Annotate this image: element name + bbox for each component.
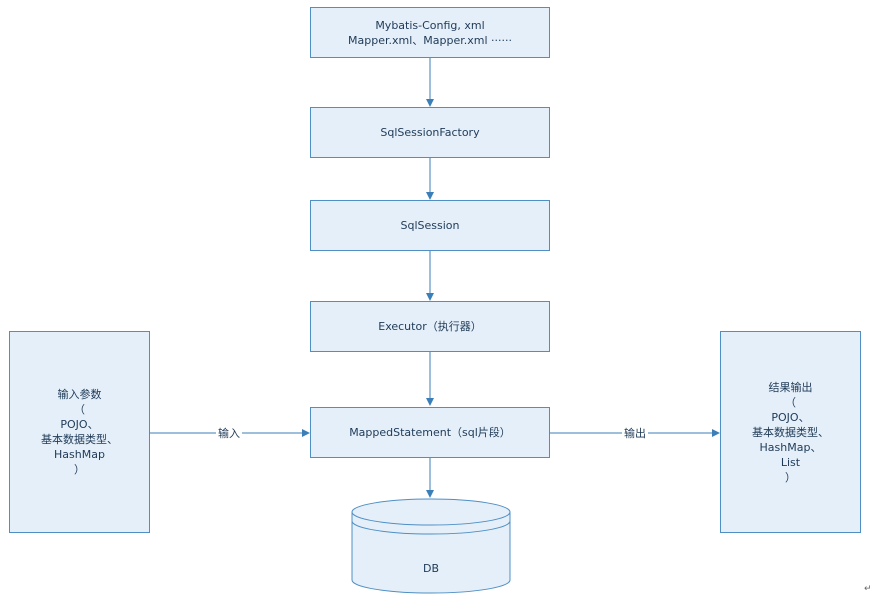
input-line-2: （ [74,403,85,416]
input-line-3: POJO、 [60,418,99,431]
output-line-5: HashMap、 [759,440,822,454]
input-line-6: ） [74,463,85,476]
input-line-5: HashMap [54,448,105,461]
input-edge-label: 输入 [216,425,242,441]
output-edge-label: 输出 [622,425,648,441]
result-output-box: 结果输出 （ POJO、 基本数据类型、 HashMap、 List ） [720,331,861,533]
mappedstatement-box: MappedStatement（sql片段） [310,407,550,458]
output-line-6: List [780,455,801,469]
config-line-2: Mapper.xml、Mapper.xml ······ [348,33,512,47]
mappedstatement-label: MappedStatement（sql片段） [349,426,511,439]
sqlsessionfactory-box: SqlSessionFactory [310,107,550,158]
sqlsessionfactory-label: SqlSessionFactory [380,126,480,139]
sqlsession-label: SqlSession [400,219,460,232]
output-line-1: 结果输出 [768,380,813,394]
db-label: DB [422,562,440,575]
config-box: Mybatis-Config, xml Mapper.xml、Mapper.xm… [310,7,550,58]
input-line-1: 输入参数 [57,388,102,401]
sqlsession-box: SqlSession [310,200,550,251]
output-line-2: （ [785,395,796,409]
executor-box: Executor（执行器） [310,301,550,352]
paragraph-mark: ↵ [864,584,872,594]
config-line-1: Mybatis-Config, xml [375,18,485,32]
input-params-box: 输入参数 （ POJO、 基本数据类型、 HashMap ） [9,331,150,533]
output-line-7: ） [785,470,796,484]
output-line-4: 基本数据类型、 [752,425,829,439]
db-cylinder [351,498,511,594]
input-line-4: 基本数据类型、 [41,433,118,446]
executor-label: Executor（执行器） [378,320,482,333]
output-line-3: POJO、 [771,410,810,424]
